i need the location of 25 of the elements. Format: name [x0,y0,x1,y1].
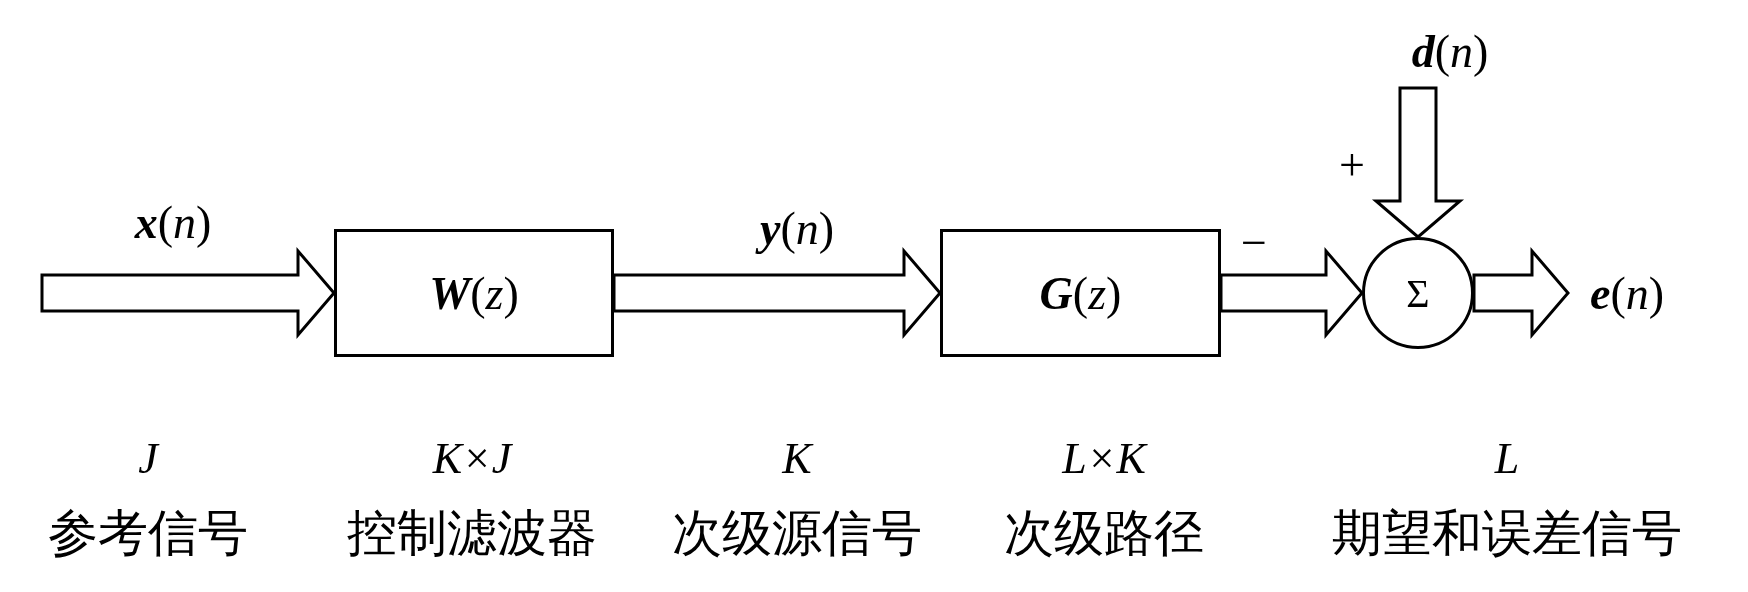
block-arrow [40,246,336,340]
process-box [940,229,1221,357]
dimension-label: L [1494,437,1520,481]
sigma-symbol: Σ [1406,269,1430,317]
caption-label: 次级源信号 [672,508,922,558]
signal-label: d(n) [1380,20,1520,82]
caption-label: 控制滤波器 [347,508,597,558]
process-box [334,229,614,357]
dimension-label: J [138,437,158,481]
block-arrow [1219,246,1364,340]
block-label: G(z) [1039,266,1122,320]
dimension-label: K [782,437,812,481]
block-arrow [1371,86,1465,239]
dimension-label: K×J [432,437,512,481]
caption-label: 次级路径 [1004,508,1204,558]
caption-label: 期望和误差信号 [1332,508,1682,558]
edge-label: x(n) [134,200,212,246]
block-arrow [612,246,942,340]
block-label: W(z) [429,266,519,320]
signal-label: e(n) [1568,263,1686,323]
caption-label: 参考信号 [48,508,248,558]
edge-label: − [1241,220,1267,266]
dimension-label: L×K [1062,437,1146,481]
block-arrow [1472,246,1570,340]
edge-label: + [1339,142,1365,188]
